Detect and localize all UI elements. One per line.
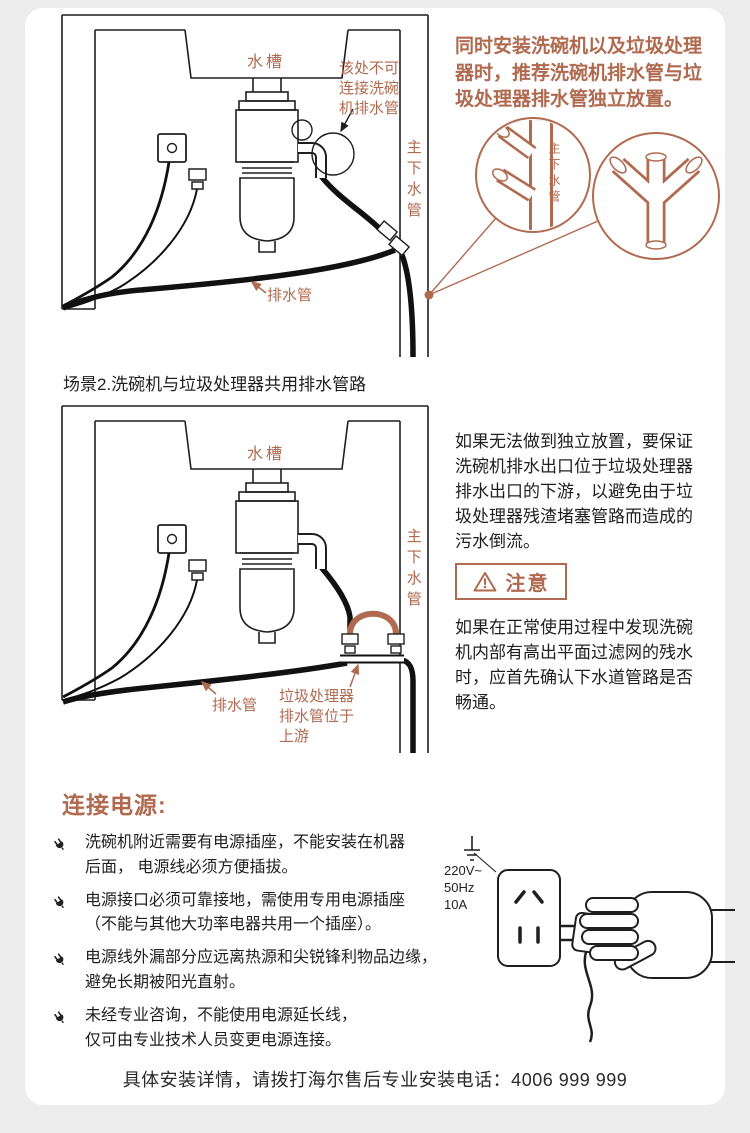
scene2-sink-diagram (61, 405, 429, 753)
scene2-drain-hose-label: 排水管 (212, 697, 258, 714)
power-bullet-text: 未经专业咨询，不能使用电源延长线， 仅可由专业技术人员变更电源连接。 (85, 1006, 358, 1049)
outlet-frequency: 50Hz (444, 880, 475, 895)
outlet-illustration (464, 836, 735, 1043)
outlet-rating-label: 220V~ 50Hz 10A (444, 862, 482, 913)
pipe-fitting-detail (424, 117, 720, 300)
plug-bullet-icon (50, 950, 88, 995)
outlet-voltage: 220V~ (444, 863, 482, 878)
scene2-sink-label: 水槽 (247, 446, 286, 463)
notice-box: 注意 (455, 563, 567, 600)
power-section-title: 连接电源: (62, 792, 167, 818)
power-bullet-item: 电源接口必须可靠接地，需使用专用电源插座 （不能与其他大功率电器共用一个插座）。 (54, 889, 464, 939)
plug-bullet-icon (50, 835, 88, 880)
scene2-caption: 场景2.洗碗机与垃圾处理器共用排水管路 (63, 375, 367, 394)
outlet-current: 10A (444, 897, 468, 912)
scene2-upstream-note: 垃圾处理器 排水管位于 上游 (279, 688, 355, 745)
scene1-no-connect-note: 该处不可 连接洗碗 机排水管 (339, 60, 400, 117)
plug-bullet-icon (50, 893, 88, 938)
fitting-main-drain-label: 主下水管 (547, 142, 561, 206)
power-bullet-item: 未经专业咨询，不能使用电源延长线， 仅可由专业技术人员变更电源连接。 (54, 1004, 464, 1054)
power-bullet-list: 洗碗机附近需要有电源插座，不能安装在机器 后面， 电源线必须方便插拔。 电源接口… (54, 831, 464, 1061)
power-bullet-item: 电源线外漏部分应远离热源和尖锐锋利物品边缘， 避免长期被阳光直射。 (54, 946, 464, 996)
plug-bullet-icon (50, 1008, 88, 1053)
scene2-description: 如果无法做到独立放置，要保证洗碗机排水出口位于垃圾处理器排水出口的下游，以避免由… (455, 432, 693, 551)
warning-triangle-icon (473, 572, 496, 592)
scene2-main-drain-label: 主下水管 (404, 528, 422, 612)
scene1-sink-label: 水槽 (247, 54, 286, 71)
scene1-drain-hose-label: 排水管 (267, 287, 313, 304)
power-bullet-text: 电源线外漏部分应远离热源和尖锐锋利物品边缘， 避免长期被阳光直射。 (85, 949, 438, 991)
notice-title: 注意 (505, 573, 550, 595)
power-bullet-item: 洗碗机附近需要有电源插座，不能安装在机器 后面， 电源线必须方便插拔。 (54, 831, 464, 881)
footer-hotline: 具体安装详情，请拨打海尔售后专业安装电话：4006 999 999 (122, 1070, 628, 1090)
notice-body: 如果在正常使用过程中发现洗碗机内部有高出平面过滤网的残水时，应首先确认下水道管路… (455, 618, 693, 712)
scene1-main-drain-label: 主下水管 (404, 139, 422, 223)
ground-symbol-icon (464, 836, 480, 861)
scene1-intro-text: 同时安装洗碗机以及垃圾处理器时，推荐洗碗机排水管与垃圾处理器排水管独立放置。 (455, 36, 703, 111)
power-bullet-text: 电源接口必须可靠接地，需使用专用电源插座 （不能与其他大功率电器共用一个插座）。 (85, 891, 406, 934)
scene1-sink-diagram (61, 14, 429, 357)
power-bullet-text: 洗碗机附近需要有电源插座，不能安装在机器 后面， 电源线必须方便插拔。 (85, 834, 406, 876)
